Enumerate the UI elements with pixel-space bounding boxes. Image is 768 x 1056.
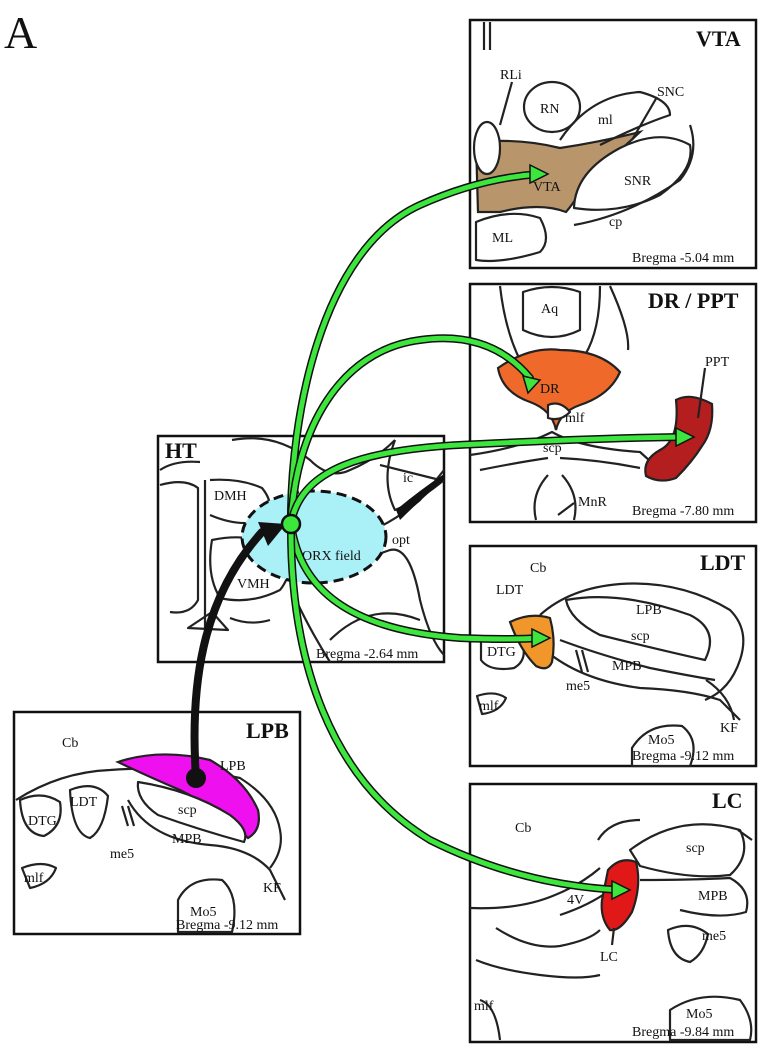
panel-ldt: Cb LDT LPB scp DTG MPB me5 mlf KF Mo5 LD…	[468, 544, 758, 768]
lc-title: LC	[712, 788, 743, 813]
vta-label-vta: VTA	[533, 180, 562, 195]
vta-label-snc: SNC	[657, 85, 684, 100]
lpb-label-ldt: LDT	[70, 795, 98, 810]
projection-to-dr	[288, 335, 533, 527]
projection-to-ppt	[288, 434, 687, 527]
dr-label-dr: DR	[540, 382, 560, 397]
lpb-to-orx-arrowhead	[258, 522, 286, 546]
ldt-bregma: Bregma -9.12 mm	[632, 749, 734, 764]
figure-label: A	[4, 7, 37, 58]
lc-label-scp: scp	[686, 841, 705, 856]
lc-bregma: Bregma -9.84 mm	[632, 1025, 734, 1040]
ldt-label-dtg: DTG	[487, 645, 516, 660]
lpb-origin-dot	[186, 768, 206, 788]
ht-label-opt: opt	[392, 533, 410, 548]
projection-to-ldt	[288, 521, 543, 642]
dr-label-mnr: MnR	[578, 495, 607, 510]
dr-region	[496, 348, 622, 431]
ldt-title: LDT	[700, 550, 746, 575]
ht-label-orx: ORX field	[302, 549, 361, 564]
ppt-terminal-arrow	[675, 426, 696, 448]
ht-bregma: Bregma -2.64 mm	[316, 647, 418, 662]
dr-label-mlf: mlf	[565, 411, 585, 426]
panel-vta: RLi RN SNC ml VTA SNR cp ML VTA Bregma -…	[468, 18, 758, 270]
lpb-label-me5: me5	[110, 847, 134, 862]
vta-label-rli: RLi	[500, 68, 522, 83]
ht-label-dmh: DMH	[214, 489, 247, 504]
ht-label-vmh: VMH	[237, 577, 270, 592]
vta-label-rn: RN	[540, 102, 559, 117]
vta-terminal-arrow	[529, 163, 550, 185]
vta-bregma: Bregma -5.04 mm	[632, 251, 734, 266]
opt-tract	[396, 474, 444, 520]
vta-label-snr: SNR	[624, 174, 652, 189]
panel-dr-ppt: Aq DR mlf scp PPT MnR DR / PPT Bregma -7…	[468, 282, 758, 524]
ldt-label-ldt: LDT	[496, 583, 524, 598]
vta-label-ML: ML	[492, 231, 513, 246]
lc-label-cb: Cb	[515, 821, 531, 836]
lpb-label-mo5: Mo5	[190, 905, 216, 920]
ldt-terminal-arrow	[531, 627, 552, 649]
lc-label-me5: me5	[702, 929, 726, 944]
ldt-label-cb: Cb	[530, 561, 546, 576]
dr-label-aq: Aq	[541, 302, 558, 317]
lpb-label-cb: Cb	[62, 736, 78, 751]
vta-label-ml: ml	[598, 113, 613, 128]
lc-label-mo5: Mo5	[686, 1007, 712, 1022]
lpb-label-lpb: LPB	[220, 759, 246, 774]
dr-label-ppt: PPT	[705, 355, 730, 370]
lpb-label-mpb: MPB	[172, 832, 202, 847]
panel-lc: Cb scp 4V MPB me5 LC mlf Mo5 LC Bregma -…	[468, 782, 758, 1044]
ldt-label-scp: scp	[631, 629, 650, 644]
panel-lpb: Cb LPB DTG LDT scp MPB me5 mlf KF Mo5 LP…	[12, 710, 302, 936]
vta-title: VTA	[696, 26, 741, 51]
lpb-to-orx-input	[190, 528, 266, 782]
lpb-label-dtg: DTG	[28, 814, 57, 829]
ldt-label-me5: me5	[566, 679, 590, 694]
lpb-label-kf: KF	[263, 881, 281, 896]
orx-field	[240, 489, 388, 585]
lc-label-4v: 4V	[567, 893, 584, 908]
projection-pathways	[186, 163, 696, 901]
ht-label-ic: ic	[403, 471, 413, 486]
dr-ppt-bregma: Bregma -7.80 mm	[632, 504, 734, 519]
lpb-label-scp: scp	[178, 803, 197, 818]
lc-label-mpb: MPB	[698, 889, 728, 904]
vta-label-cp: cp	[609, 215, 622, 230]
ldt-label-kf: KF	[720, 721, 738, 736]
lpb-bregma: Bregma -9.12 mm	[176, 918, 278, 933]
ldt-label-mo5: Mo5	[648, 733, 674, 748]
lpb-label-mlf: mlf	[24, 871, 44, 886]
dr-terminal-arrow	[521, 374, 542, 395]
ht-title: HT	[165, 438, 197, 463]
lpb-title: LPB	[246, 718, 289, 743]
ldt-label-mlf: mlf	[479, 699, 499, 714]
lc-label-lc: LC	[600, 950, 618, 965]
lc-terminal-arrow	[611, 879, 632, 901]
projection-to-vta	[288, 171, 543, 527]
ldt-label-lpb: LPB	[636, 603, 662, 618]
dr-ppt-title: DR / PPT	[648, 288, 739, 313]
ldt-label-mpb: MPB	[612, 659, 642, 674]
orx-origin-dot	[280, 513, 302, 535]
lc-label-mlf: mlf	[474, 999, 494, 1014]
projection-to-lc	[288, 521, 623, 893]
